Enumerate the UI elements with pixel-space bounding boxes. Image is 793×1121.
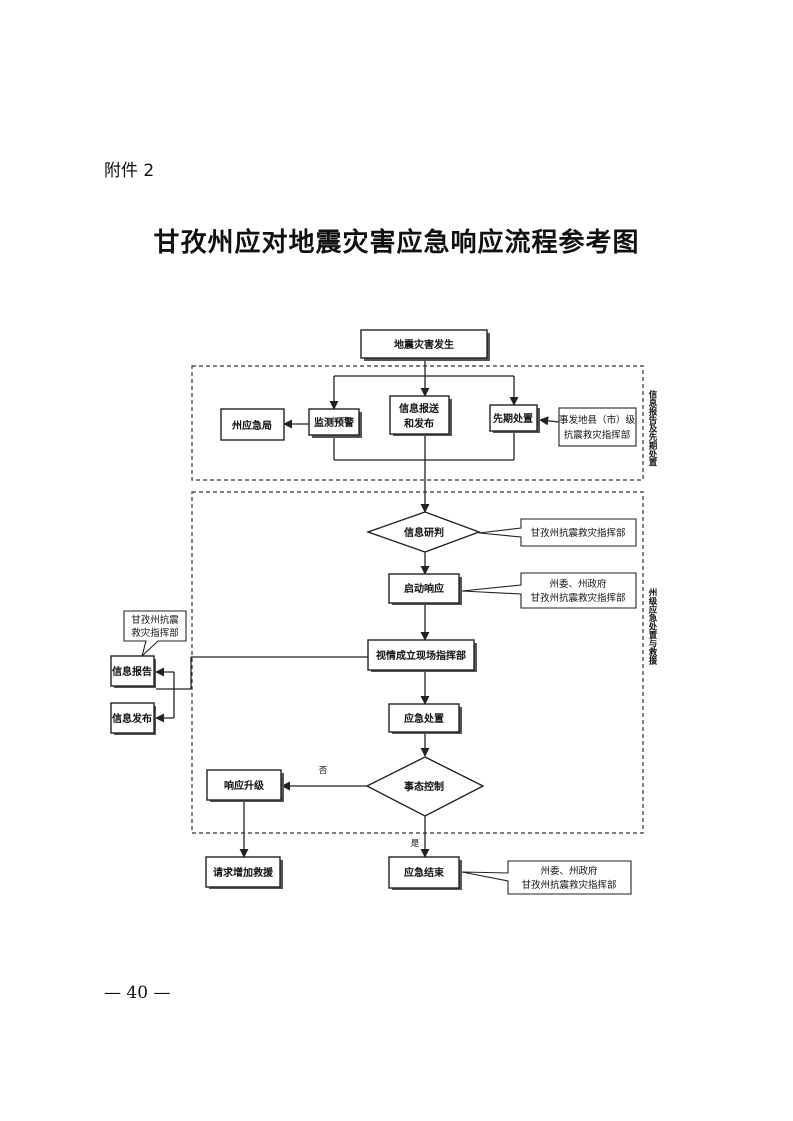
page-title: 甘孜州应对地震灾害应急响应流程参考图 (153, 228, 640, 258)
svg-text:州委、州政府: 州委、州政府 (540, 865, 598, 877)
box-start-response: 启动响应 (388, 573, 462, 605)
attachment-label: 附件 2 (104, 161, 155, 181)
note-end: 州委、州政府 甘孜州抗震救灾指挥部 (461, 860, 632, 895)
label-no: 否 (319, 766, 328, 776)
svg-text:事发地县（市）级: 事发地县（市）级 (559, 414, 636, 426)
page-number: — 40 — (104, 983, 171, 1003)
box-info-report: 信息报告 (110, 655, 156, 688)
side-label-response: 州级应急处置与救援 (647, 588, 658, 665)
box-monitor: 监测预警 (308, 408, 362, 438)
svg-text:监测预警: 监测预警 (314, 416, 354, 429)
box-early-response: 先期处置 (489, 404, 540, 433)
svg-text:启动响应: 启动响应 (404, 582, 444, 595)
diamond-situation-control: 事态控制 (365, 756, 485, 817)
note-judge: 甘孜州抗震救灾指挥部 (478, 518, 637, 547)
note-left: 甘孜州抗震 救灾指挥部 (123, 610, 187, 658)
svg-text:请求增加救援: 请求增加救援 (213, 866, 274, 879)
svg-text:应急处置: 应急处置 (404, 712, 444, 725)
section-response-frame (191, 491, 644, 834)
label-yes: 是 (411, 839, 420, 849)
svg-text:信息报告: 信息报告 (112, 665, 152, 678)
svg-text:救灾指挥部: 救灾指挥部 (131, 627, 179, 639)
svg-text:和发布: 和发布 (403, 417, 434, 430)
svg-text:州应急局: 州应急局 (231, 419, 272, 432)
box-start: 地震灾害发生 (360, 329, 490, 361)
svg-text:信息发布: 信息发布 (112, 712, 152, 725)
svg-text:州委、州政府: 州委、州政府 (549, 578, 607, 590)
svg-text:地震灾害发生: 地震灾害发生 (394, 338, 454, 351)
note-county-hq: 事发地县（市）级 抗震救灾指挥部 (558, 407, 637, 447)
svg-text:甘孜州抗震救灾指挥部: 甘孜州抗震救灾指挥部 (530, 527, 625, 539)
svg-text:先期处置: 先期处置 (493, 412, 533, 425)
svg-text:甘孜州抗震: 甘孜州抗震 (131, 614, 179, 626)
note-response: 州委、州政府 甘孜州抗震救灾指挥部 (461, 572, 637, 609)
svg-text:甘孜州抗震救灾指挥部: 甘孜州抗震救灾指挥部 (521, 879, 616, 891)
svg-text:视情成立现场指挥部: 视情成立现场指挥部 (376, 649, 466, 662)
box-info-release: 信息报送 和发布 (389, 395, 452, 436)
svg-text:响应升级: 响应升级 (224, 779, 265, 792)
box-emergency-disposal: 应急处置 (388, 703, 462, 734)
section-info-frame (191, 365, 644, 481)
box-site-hq: 视情成立现场指挥部 (367, 639, 477, 672)
box-end: 应急结束 (388, 856, 462, 890)
svg-text:甘孜州抗震救灾指挥部: 甘孜州抗震救灾指挥部 (530, 592, 625, 604)
svg-text:信息报送: 信息报送 (399, 402, 440, 415)
box-request-rescue: 请求增加救援 (205, 856, 283, 889)
diamond-info-judge: 信息研判 (365, 511, 482, 553)
connectors (155, 360, 560, 858)
box-info-publish: 信息发布 (110, 702, 156, 735)
svg-text:应急结束: 应急结束 (404, 866, 445, 879)
box-upgrade: 响应升级 (206, 769, 284, 802)
side-label-info: 信息报告及先期处置 (647, 389, 658, 467)
svg-text:信息研判: 信息研判 (404, 526, 444, 539)
svg-text:抗震救灾指挥部: 抗震救灾指挥部 (564, 429, 631, 441)
svg-text:事态控制: 事态控制 (404, 780, 444, 793)
box-county-bureau: 州应急局 (220, 408, 285, 441)
